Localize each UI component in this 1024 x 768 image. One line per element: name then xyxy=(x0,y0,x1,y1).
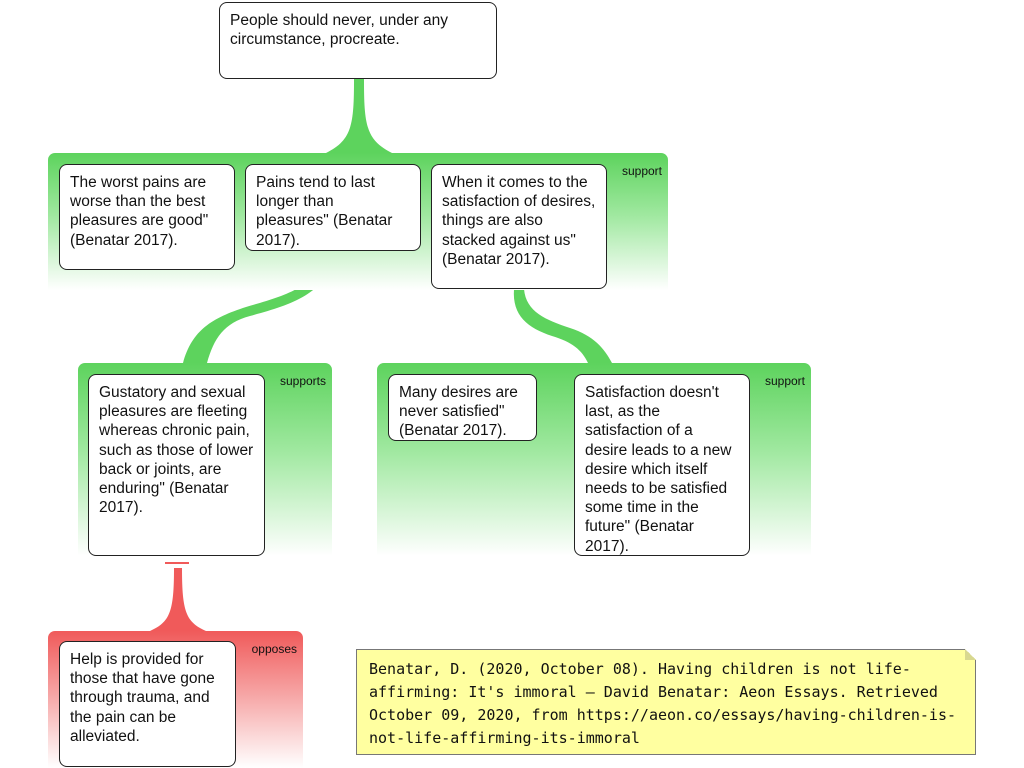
pains-longer-node[interactable]: Pains tend to last longer than pleasures… xyxy=(245,164,421,251)
root-claim-node[interactable]: People should never, under any circumsta… xyxy=(219,2,497,79)
gustatory-node[interactable]: Gustatory and sexual pleasures are fleet… xyxy=(88,374,265,556)
reference-note[interactable]: Benatar, D. (2020, October 08). Having c… xyxy=(356,649,976,755)
supports-label: supports xyxy=(279,374,326,388)
root-support-connector xyxy=(326,79,392,153)
satisfaction-last-node[interactable]: Satisfaction doesn't last, as the satisf… xyxy=(574,374,750,556)
support-label: support xyxy=(621,164,662,178)
satisfaction-support-connector xyxy=(513,289,612,363)
reference-text: Benatar, D. (2020, October 08). Having c… xyxy=(369,660,956,747)
gustatory-opposes-connector xyxy=(150,568,206,631)
pains-longer-supports-connector xyxy=(183,251,339,363)
opposes-label: opposes xyxy=(251,642,297,656)
help-trauma-node[interactable]: Help is provided for those that have gon… xyxy=(59,641,236,767)
support-label: support xyxy=(764,374,805,388)
note-fold-corner xyxy=(965,649,976,660)
worst-pains-node[interactable]: The worst pains are worse than the best … xyxy=(59,164,235,270)
satisfaction-desires-node[interactable]: When it comes to the satisfaction of des… xyxy=(431,164,607,289)
many-desires-node[interactable]: Many desires are never satisfied" (Benat… xyxy=(388,374,537,441)
